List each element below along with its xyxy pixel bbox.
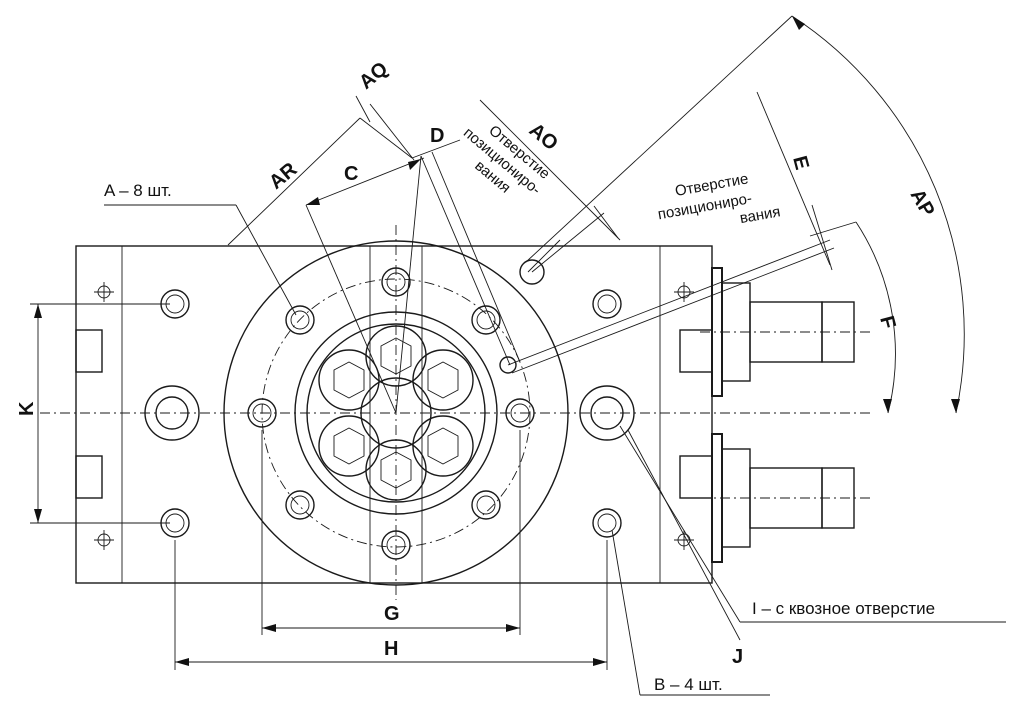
rotary-table — [223, 240, 569, 586]
label-i: I – с квозное отверстие — [752, 599, 935, 618]
label-d: D — [430, 125, 444, 147]
through-holes — [144, 385, 635, 441]
label-ar: AR — [265, 158, 302, 194]
fittings — [700, 267, 870, 563]
dim-g — [261, 430, 521, 635]
label-f: F — [875, 314, 899, 331]
label-a: A – 8 шт. — [104, 181, 172, 200]
centerlines — [40, 225, 870, 600]
table-holes — [247, 267, 535, 560]
svg-text:позициониро-: позициониро- — [657, 190, 754, 223]
label-b: B – 4 шт. — [654, 675, 723, 694]
leaders — [104, 204, 1006, 696]
label-g: G — [384, 603, 400, 625]
label-e: E — [788, 154, 813, 173]
right-dims — [756, 15, 965, 414]
label-h: H — [384, 638, 398, 660]
body-outline — [75, 245, 713, 584]
note-hole-2: Отверстие позициониро- вания — [657, 170, 782, 227]
label-ap: AP — [906, 186, 939, 221]
side-ports — [75, 329, 713, 499]
dim-k — [30, 303, 170, 524]
hex-bolts — [318, 325, 474, 501]
label-j: J — [732, 646, 743, 668]
label-c: C — [344, 163, 358, 185]
corner-holes — [94, 282, 694, 550]
label-k: K — [16, 401, 38, 416]
angled-dims — [227, 15, 793, 414]
svg-text:вания: вания — [738, 203, 781, 227]
dim-h — [174, 540, 608, 670]
label-aq: AQ — [355, 58, 392, 94]
